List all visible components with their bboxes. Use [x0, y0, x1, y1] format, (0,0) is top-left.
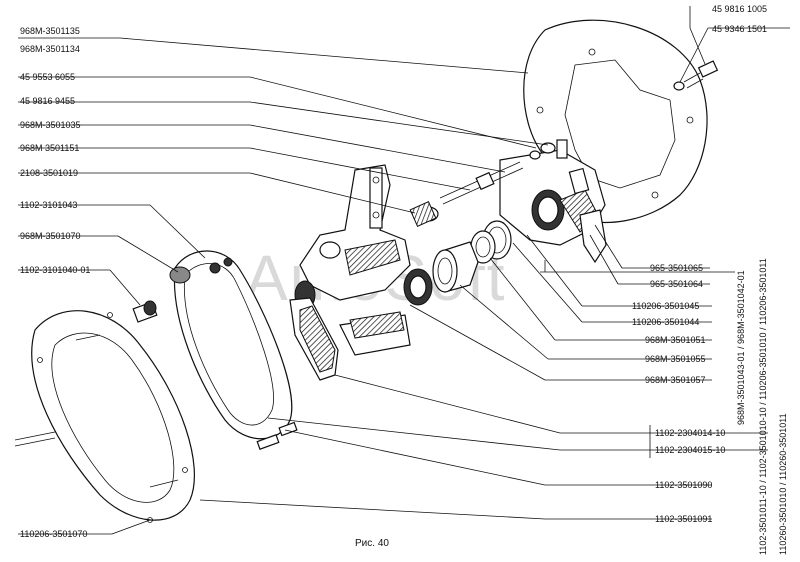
bolt-top-right [673, 60, 719, 91]
caliper-body [499, 149, 607, 264]
label-vertical-110260-3501010: 110260-3501010 / 110260-3501011 [778, 413, 788, 555]
wheel-stud-sleeve [132, 300, 158, 323]
bushing [409, 201, 439, 227]
label-968m-3501070: 968M-3501070 [20, 231, 81, 241]
brake-disc [169, 250, 298, 450]
label-1102-3101043: 1102-3101043 [20, 200, 77, 210]
figure-caption: Рис. 40 [355, 538, 389, 549]
hub-ring [14, 310, 195, 523]
label-968m-3501051: 968M-3501051 [645, 335, 706, 345]
label-2108-3501019: 2108-3501019 [20, 168, 78, 178]
caliper-bolts [529, 139, 568, 160]
label-965-3501064: 965-3501064 [650, 279, 703, 289]
label-1102-3501091: 1102-3501091 [655, 514, 712, 524]
label-968m-3501135: 968M-3501135 [20, 26, 80, 36]
labels-right: 45 9816 1005 45 9346 1501 965-3501065 96… [632, 4, 767, 524]
piston [403, 241, 479, 306]
label-45-9816-1005: 45 9816 1005 [712, 4, 767, 14]
label-968m-3501055: 968M-3501055 [645, 354, 706, 364]
label-968m-3501035: 968M-3501035 [20, 120, 81, 130]
label-45-9346-1501: 45 9346 1501 [712, 24, 767, 34]
label-vertical-968m-3501043: 968M-3501043-01 / 968M-3501042-01 [736, 270, 746, 425]
label-110206-3501070: 110206-3501070 [20, 529, 87, 539]
piston-seals [470, 220, 512, 264]
label-45-9816-9455: 45 9816 9455 [20, 96, 75, 106]
label-1102-2304015-10: 1102-2304015-10 [655, 445, 725, 455]
label-1102-3101040-01: 1102-3101040-01 [20, 265, 90, 275]
label-968m-3501151: 968M 3501151 [20, 143, 79, 153]
leader-lines [18, 6, 790, 535]
label-965-3501065: 965-3501065 [650, 263, 703, 273]
label-968m-3501134: 968M-3501134 [20, 44, 80, 54]
label-110206-3501045: 110206-3501045 [632, 301, 699, 311]
label-45-9553-6055: 45 9553 6055 [20, 72, 75, 82]
caliper-bracket [294, 164, 411, 356]
label-1102-3501090: 1102-3501090 [655, 480, 712, 490]
label-968m-3501057: 968M-3501057 [645, 375, 706, 385]
labels-left: 968M-3501135 968M-3501134 45 9553 6055 4… [20, 26, 90, 539]
label-1102-2304014-10: 1102-2304014-10 [655, 428, 725, 438]
guide-pin [439, 161, 524, 205]
label-vertical-1102-3501011: 1102-3501011-10 / 1102-3501010-10 / 1102… [758, 258, 768, 555]
labels-vertical: 968M-3501043-01 / 968M-3501042-01 1102-3… [736, 258, 788, 555]
label-110206-3501044: 110206-3501044 [632, 317, 699, 327]
